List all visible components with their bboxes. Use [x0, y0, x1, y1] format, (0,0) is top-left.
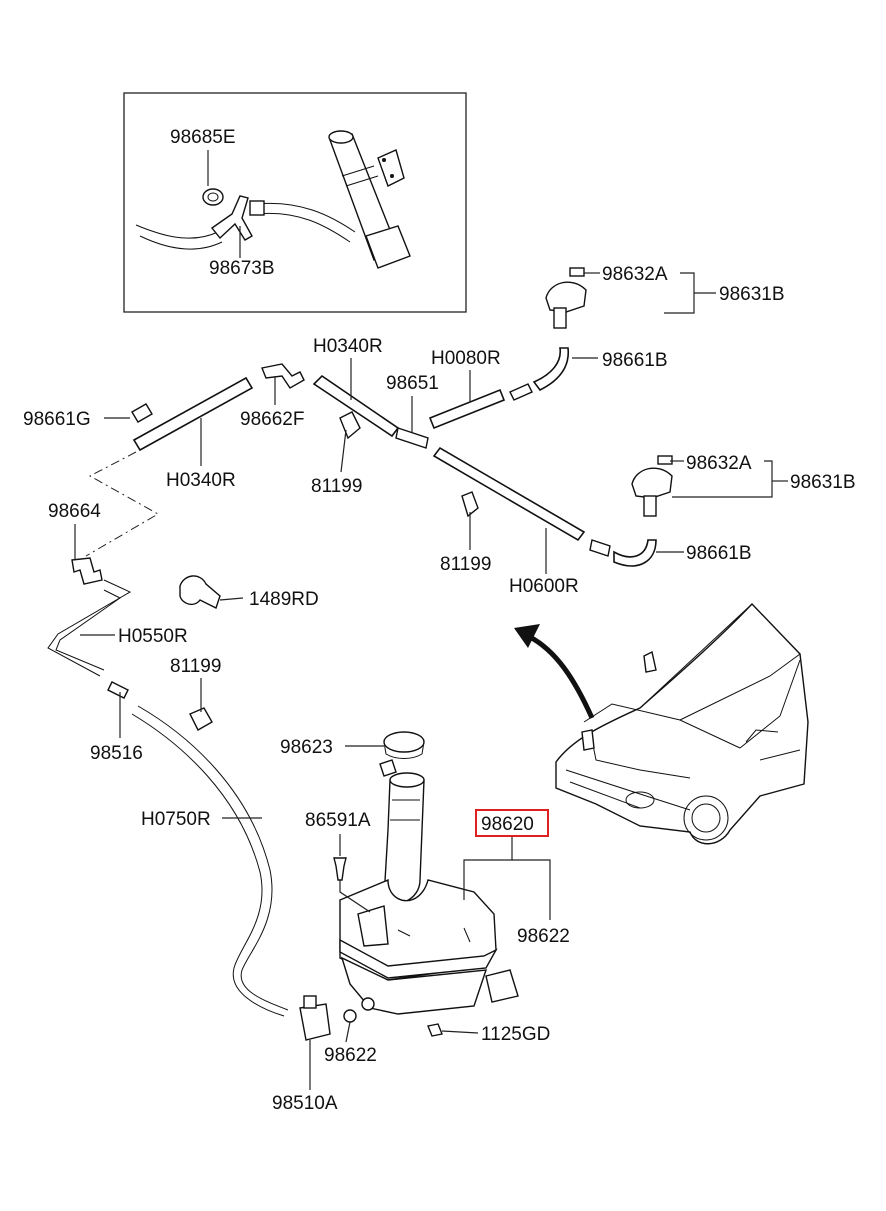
label-H0080R[interactable]: H0080R [431, 348, 501, 369]
label-81199-lower[interactable]: 81199 [170, 656, 221, 677]
label-98662F[interactable]: 98662F [240, 409, 304, 430]
label-98632A[interactable]: 98632A [602, 264, 668, 285]
upper-hose-assembly [131, 267, 673, 567]
leader-lines [74, 272, 788, 1090]
clip-icon [189, 707, 213, 731]
clip-icon [131, 403, 153, 423]
washer-reservoir-icon [299, 731, 519, 1041]
label-98631B-lower[interactable]: 98631B [790, 472, 856, 493]
label-98661B-lower[interactable]: 98661B [686, 543, 752, 564]
headlamp-washer-nozzle-icon [328, 130, 411, 269]
highlight-box [475, 809, 549, 837]
label-98516[interactable]: 98516 [90, 743, 143, 764]
left-hose-assembly [47, 557, 289, 1017]
pump-icon [299, 1003, 331, 1041]
label-98685E[interactable]: 98685E [170, 127, 236, 148]
label-98661B[interactable]: 98661B [602, 350, 668, 371]
windshield-nozzle-icon [545, 267, 587, 329]
label-1489RD[interactable]: 1489RD [249, 589, 319, 610]
label-98623[interactable]: 98623 [280, 737, 333, 758]
label-1125GD[interactable]: 1125GD [481, 1024, 550, 1045]
inset-detail [123, 92, 467, 313]
label-98632A-lower[interactable]: 98632A [686, 453, 752, 474]
label-H0550R[interactable]: H0550R [118, 626, 188, 647]
label-H0750R[interactable]: H0750R [141, 809, 211, 830]
label-98510A[interactable]: 98510A [272, 1093, 338, 1114]
label-98673B[interactable]: 98673B [209, 258, 275, 279]
label-98631B[interactable]: 98631B [719, 284, 785, 305]
label-H0340R-lower[interactable]: H0340R [166, 470, 236, 491]
clip-icon [461, 491, 479, 518]
clamp-icon [202, 188, 224, 206]
label-98664[interactable]: 98664 [48, 501, 101, 522]
label-98622-lower[interactable]: 98622 [324, 1045, 377, 1066]
label-H0340R[interactable]: H0340R [313, 336, 383, 357]
label-81199-middle[interactable]: 81199 [440, 554, 491, 575]
arrow-icon [514, 624, 540, 648]
clamp-icon [179, 575, 221, 609]
label-81199[interactable]: 81199 [311, 476, 362, 497]
car-illustration [555, 602, 809, 845]
label-98622[interactable]: 98622 [517, 926, 570, 947]
label-H0600R[interactable]: H0600R [509, 576, 579, 597]
label-86591A[interactable]: 86591A [305, 810, 371, 831]
part-labels: 98685E 98673B 98632A 98631B H0340R H0080… [23, 127, 856, 1114]
windshield-nozzle-icon [631, 455, 673, 517]
label-98661G[interactable]: 98661G [23, 409, 91, 430]
label-98620[interactable]: 98620 [481, 814, 534, 835]
clip-icon [339, 411, 361, 440]
label-98651[interactable]: 98651 [386, 373, 439, 394]
